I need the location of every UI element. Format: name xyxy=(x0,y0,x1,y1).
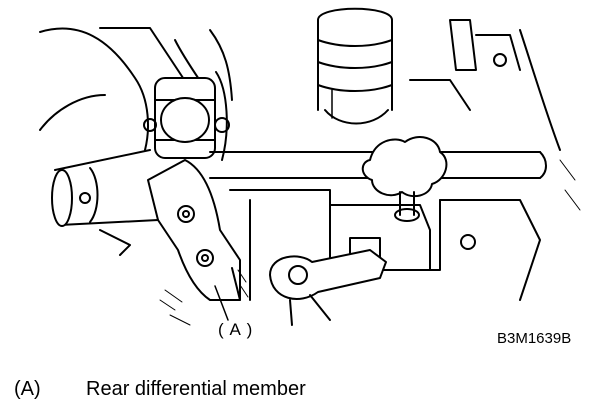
body-panel-upper-left xyxy=(39,27,233,151)
right-bracket xyxy=(409,19,561,151)
legend-item: (A) Rear differential member xyxy=(14,378,306,401)
lateral-link xyxy=(269,249,387,326)
surface-hatching xyxy=(159,159,581,326)
damper-assembly xyxy=(317,7,393,125)
legend-text: Rear differential member xyxy=(86,378,306,400)
upper-bushing-mount xyxy=(143,71,230,161)
star-knob xyxy=(361,136,448,222)
rear-differential-illustration xyxy=(39,7,581,326)
figure-code: B3M1639B xyxy=(497,330,572,347)
callout-leader-line xyxy=(214,285,229,321)
legend-key: (A) xyxy=(14,378,41,400)
callout-label-a: ( A ) xyxy=(218,320,254,339)
axle-shaft xyxy=(51,149,159,256)
rear-differential-member xyxy=(147,159,241,301)
